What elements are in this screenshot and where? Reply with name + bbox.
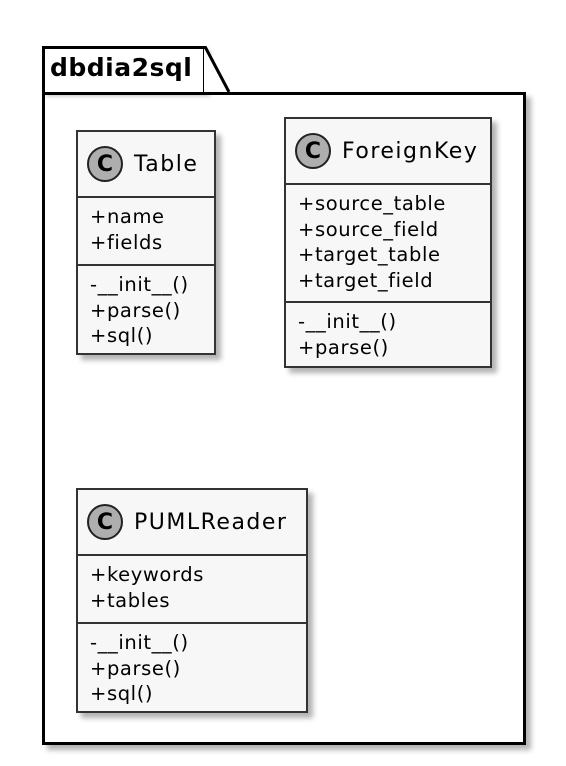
attribute: +target_table (298, 243, 441, 266)
method: +sql() (90, 682, 154, 705)
class-stereotype-icon: C (87, 146, 123, 182)
attribute: +target_field (298, 268, 434, 292)
method: +sql() (90, 324, 154, 347)
attribute: +source_field (298, 217, 439, 241)
attributes-section: +name +fields (78, 198, 214, 266)
methods-section: -__init__() +parse() +sql() (78, 624, 306, 707)
class-table: C Table +name +fields -__init__() +parse… (76, 130, 216, 355)
attribute: +tables (90, 588, 171, 612)
attribute: +name (90, 205, 165, 228)
package-tab-corner (204, 46, 231, 93)
class-pumlreader: C PUMLReader +keywords +tables -__init__… (76, 488, 308, 713)
attribute: +fields (90, 230, 163, 254)
package-name: dbdia2sql (50, 53, 193, 82)
method: +parse() (298, 335, 389, 359)
method: -__init__() (298, 310, 397, 333)
method: +parse() (90, 656, 181, 680)
method: -__init__() (90, 273, 189, 296)
attribute: +source_table (298, 192, 447, 215)
class-name: ForeignKey (342, 139, 479, 164)
class-foreignkey: C ForeignKey +source_table +source_field… (284, 117, 492, 368)
class-header: C PUMLReader (78, 490, 306, 556)
class-header: C Table (78, 132, 214, 198)
attribute: +keywords (90, 563, 204, 586)
method: +parse() (90, 298, 181, 322)
attributes-section: +source_table +source_field +target_tabl… (286, 185, 490, 303)
class-header: C ForeignKey (286, 119, 490, 185)
class-stereotype-icon: C (295, 133, 331, 169)
methods-section: -__init__() +parse() (286, 303, 490, 360)
package-tab (42, 46, 206, 92)
attributes-section: +keywords +tables (78, 556, 306, 624)
method: -__init__() (90, 631, 189, 654)
methods-section: -__init__() +parse() +sql() (78, 266, 214, 349)
class-stereotype-icon: C (87, 504, 123, 540)
class-name: PUMLReader (134, 510, 288, 535)
class-name: Table (134, 152, 199, 177)
